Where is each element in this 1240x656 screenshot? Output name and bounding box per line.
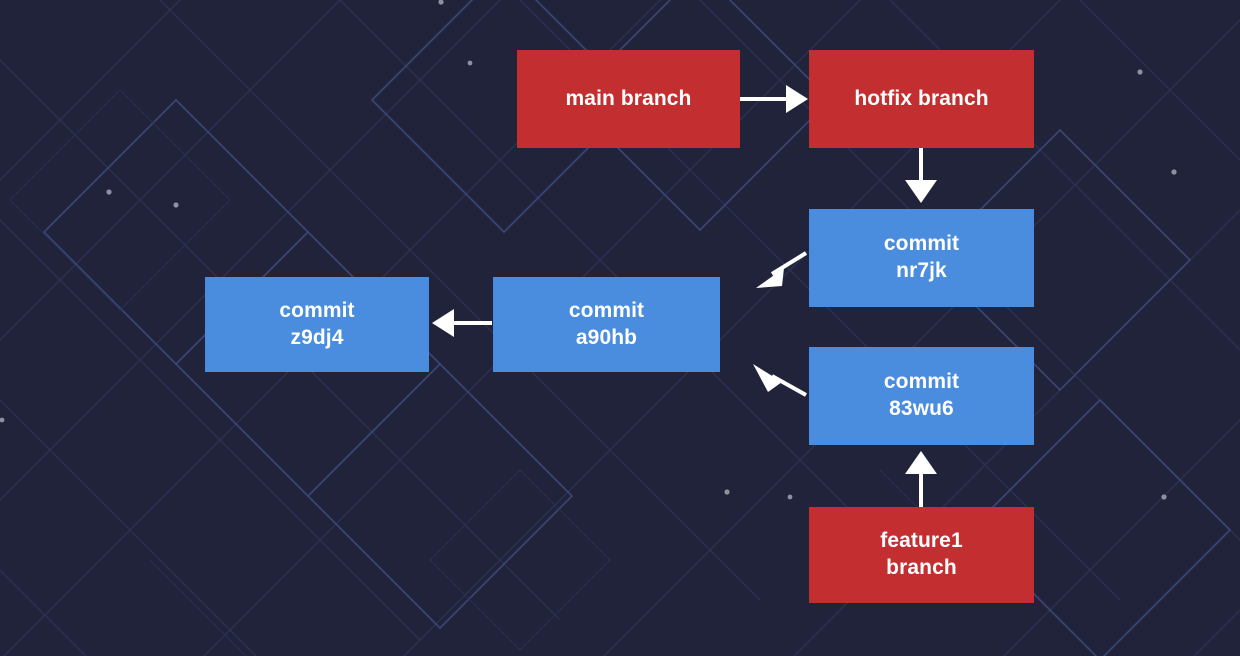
- edge-hotfix-to-nr7jk: [905, 148, 937, 203]
- edge-main-to-hotfix: [740, 85, 808, 113]
- node-feature1-branch[interactable]: feature1 branch: [809, 507, 1034, 603]
- node-commit-83wu6[interactable]: commit 83wu6: [809, 347, 1034, 445]
- node-label-commit-z9dj4: commit z9dj4: [279, 298, 355, 349]
- node-label-commit-a90hb: commit a90hb: [568, 298, 645, 349]
- node-commit-nr7jk[interactable]: commit nr7jk: [809, 209, 1034, 307]
- node-commit-a90hb[interactable]: commit a90hb: [493, 277, 720, 372]
- edge-feature1-to-83wu6: [905, 451, 937, 507]
- node-label-hotfix-branch: hotfix branch: [854, 86, 989, 110]
- edge-83wu6-to-a90hb: [753, 364, 807, 397]
- node-label-main-branch: main branch: [565, 86, 692, 110]
- node-label-commit-nr7jk: commit nr7jk: [883, 232, 960, 282]
- node-label-feature1-branch: feature1 branch: [880, 529, 963, 579]
- node-hotfix-branch[interactable]: hotfix branch: [809, 50, 1034, 148]
- edge-nr7jk-to-a90hb: [756, 251, 808, 288]
- node-label-commit-83wu6: commit 83wu6: [883, 370, 960, 420]
- node-commit-z9dj4[interactable]: commit z9dj4: [205, 277, 429, 372]
- edge-a90hb-to-z9dj4: [432, 309, 492, 337]
- node-main-branch[interactable]: main branch: [517, 50, 740, 148]
